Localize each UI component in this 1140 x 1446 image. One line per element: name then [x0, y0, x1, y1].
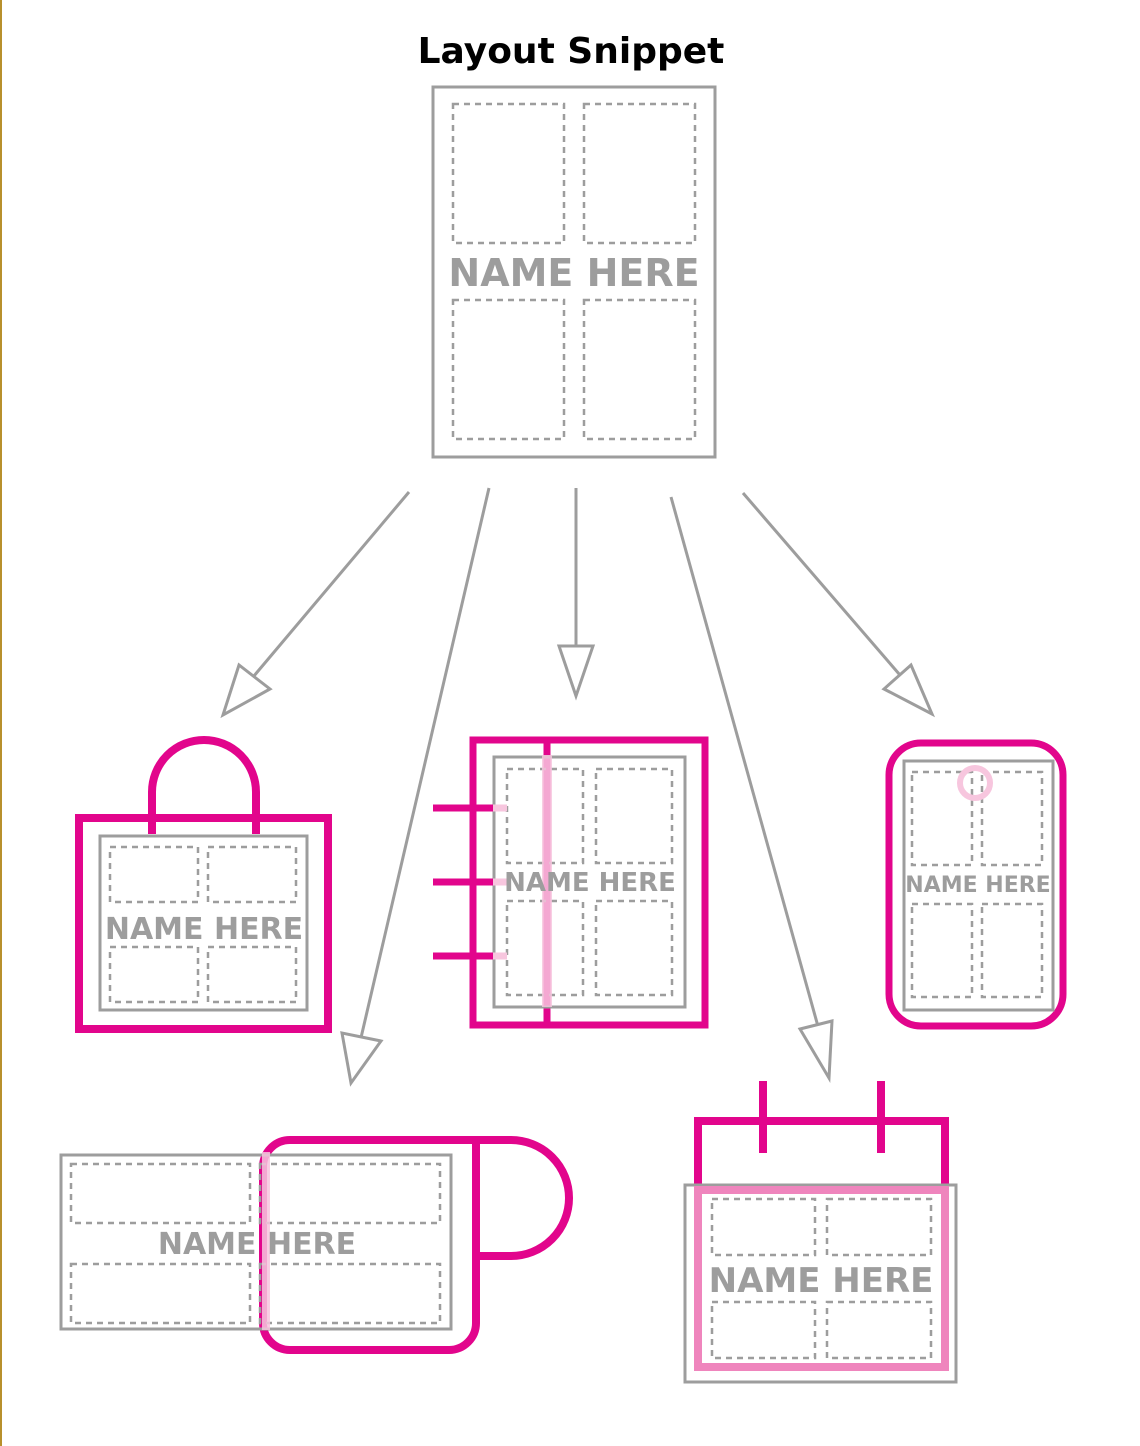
arrow-to-phone-case: [741, 492, 936, 718]
mug-name-label: NAME HERE: [158, 1227, 356, 1262]
notebook-name-label: NAME HERE: [504, 868, 676, 898]
layout-sheet-icon: NAME HERE: [431, 85, 717, 459]
mug-icon: NAME HERE: [59, 1136, 573, 1354]
tote-bag-name-label: NAME HERE: [105, 912, 303, 947]
arrow-to-notebook: [556, 488, 596, 701]
layout-name-label: NAME HERE: [448, 251, 699, 295]
phone-case-icon: NAME HERE: [885, 739, 1067, 1030]
camera-hole-icon: [957, 765, 993, 801]
arrow-to-tote-bag: [220, 491, 411, 719]
notebook-icon: NAME HERE: [433, 736, 709, 1029]
left-edge-line: [0, 0, 2, 1446]
arrow-to-mug: [340, 487, 491, 1087]
arrow-to-calendar: [669, 496, 834, 1084]
calendar-name-label: NAME HERE: [709, 1261, 934, 1301]
diagram-title: Layout Snippet: [418, 31, 725, 72]
calendar-icon: NAME HERE: [683, 1081, 958, 1384]
phone-case-name-label: NAME HERE: [905, 873, 1050, 898]
tote-bag-icon: NAME HERE: [75, 736, 332, 1033]
